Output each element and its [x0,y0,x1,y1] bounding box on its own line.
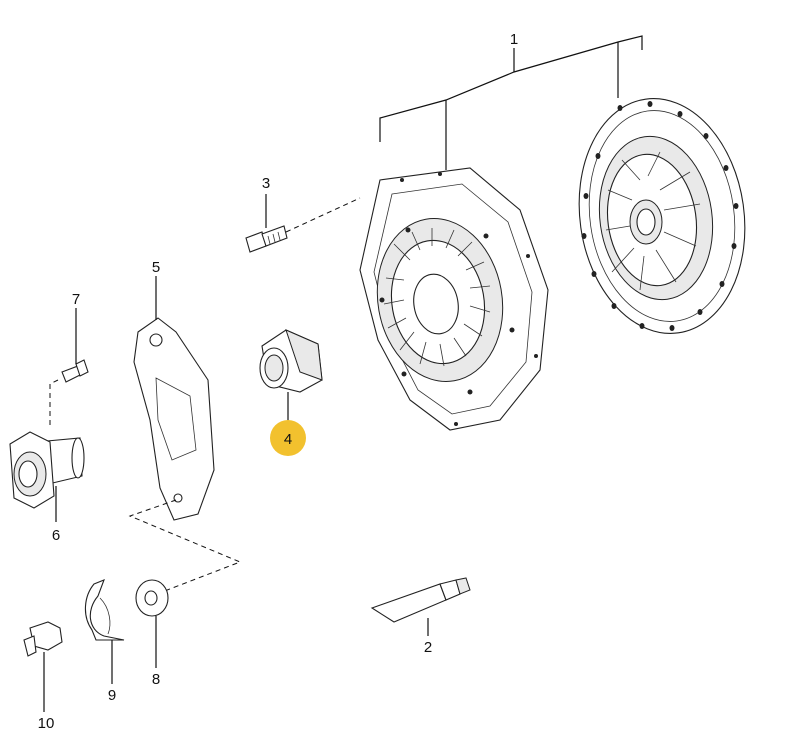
label-part-8[interactable]: 8 [152,671,160,688]
pivot-pin[interactable] [23,621,63,657]
bolt[interactable] [245,225,288,253]
retaining-spring[interactable] [84,579,125,641]
label-part-10[interactable]: 10 [38,715,55,732]
label-part-5[interactable]: 5 [152,259,160,276]
guide-sleeve[interactable] [9,431,85,509]
part-labels: 1 2 3 4 5 6 7 8 9 10 [38,31,519,732]
grease-tube[interactable] [370,577,471,623]
pressure-plate[interactable] [359,167,549,431]
release-bearing[interactable] [259,329,323,393]
washer[interactable] [135,579,169,617]
fork-dashed-line [128,499,242,593]
leader-lines [43,35,643,712]
stud-bolt[interactable] [61,359,89,383]
clutch-disc[interactable] [564,88,759,345]
label-part-6[interactable]: 6 [52,527,60,544]
label-part-3[interactable]: 3 [262,175,270,192]
label-part-2[interactable]: 2 [424,639,432,656]
label-part-4[interactable]: 4 [284,431,292,448]
label-part-9[interactable]: 9 [108,687,116,704]
release-fork[interactable] [133,317,215,521]
stud-dashed-line [49,379,59,426]
bolt-dashed-line [285,197,361,233]
label-part-1[interactable]: 1 [510,31,518,48]
label-part-7[interactable]: 7 [72,291,80,308]
highlight-marker [270,420,306,456]
